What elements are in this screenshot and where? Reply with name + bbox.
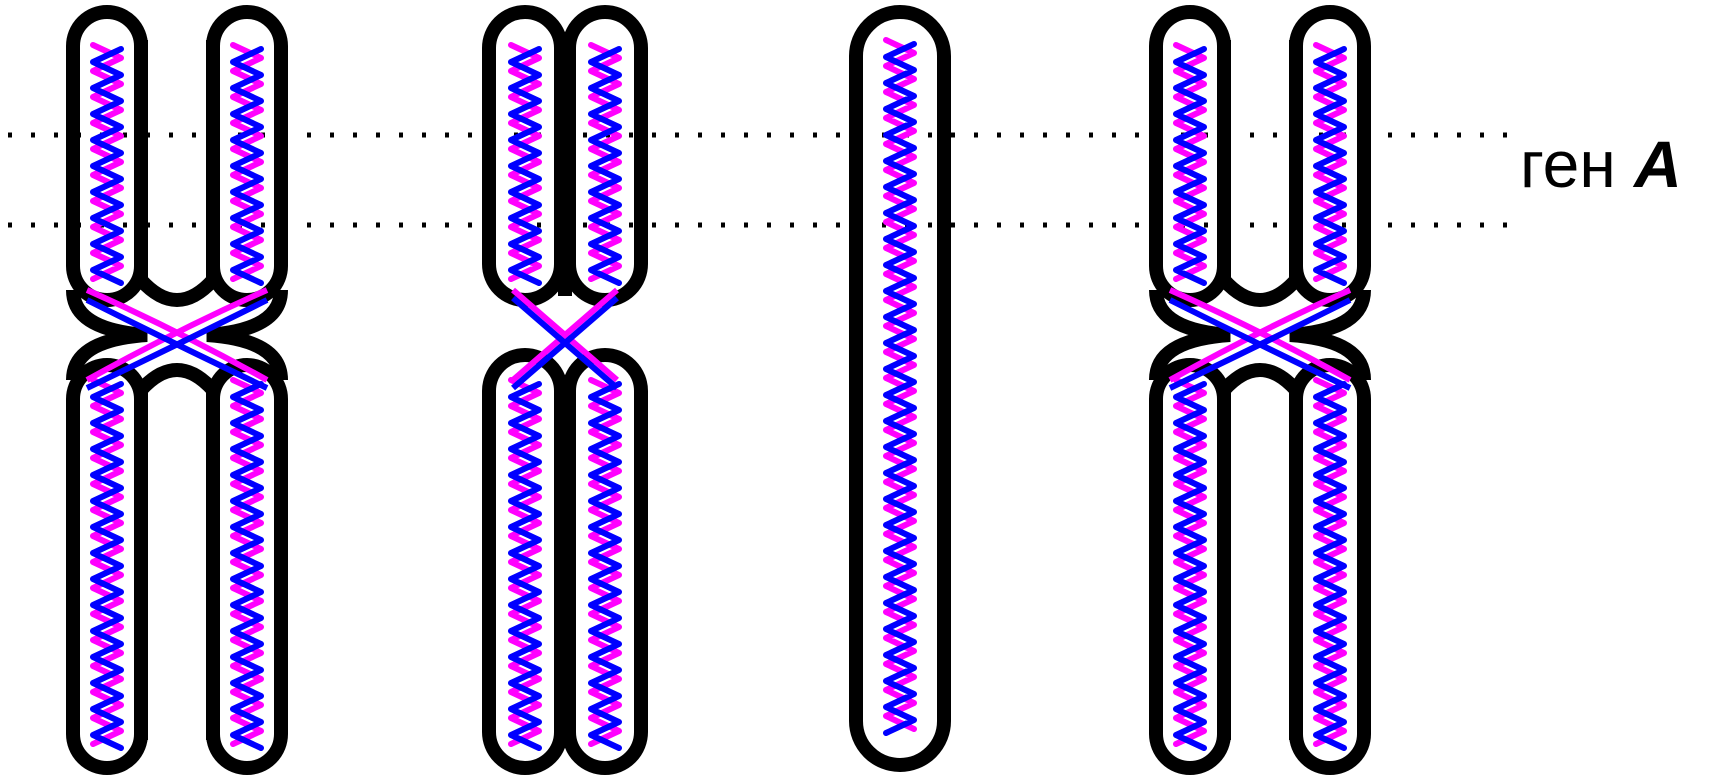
- gene-label: ген A: [1520, 124, 1682, 204]
- chromosome-single: [856, 12, 944, 765]
- chromosome-group: [73, 12, 1364, 768]
- chromosome-joined: [489, 12, 641, 768]
- chromosome-x-shape-inner-lower: [141, 370, 213, 740]
- gene-label-prefix: ген: [1520, 127, 1616, 201]
- chromosome-x-shape: [73, 12, 281, 768]
- chromosome-x-shape-copy-inner-upper: [1224, 40, 1296, 300]
- gene-symbol: A: [1634, 127, 1682, 201]
- chromosome-x-shape-copy-inner-lower: [1224, 370, 1296, 740]
- chromosome-x-shape-inner-upper: [141, 40, 213, 300]
- chromosome-x-shape-copy: [1156, 12, 1364, 768]
